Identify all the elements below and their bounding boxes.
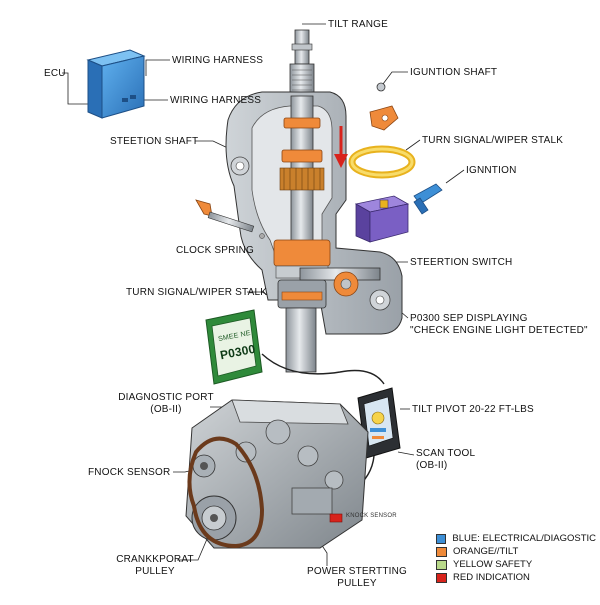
label-diagnostic-port-line1: DIAGNOSTIC PORT <box>118 392 214 403</box>
ignition-switch-cylinder <box>354 195 410 243</box>
p0300-display-monitor <box>205 309 263 385</box>
tilt-pivot-shaft <box>299 267 381 297</box>
label-scan-tool-line2: (OB-II) <box>416 460 448 471</box>
engine-block <box>185 399 369 549</box>
color-legend: BLUE: ELECTRICAL/DIAGOSTIC ORANGE//TILT … <box>436 532 596 584</box>
lower-column <box>285 307 317 373</box>
scan-tool-device <box>357 387 401 459</box>
label-power-steering-pulley-line2: PULLEY <box>337 578 377 589</box>
legend-item-tilt: ORANGE//TILT <box>436 545 596 558</box>
legend-swatch-blue <box>436 533 447 544</box>
label-ignition: IGNNTION <box>466 165 517 176</box>
label-steering-shaft: STEETION SHAFT <box>110 136 199 147</box>
label-tilt-pivot: TILT PIVOT 20-22 FT-LBS <box>412 404 534 415</box>
ignition-shaft-parts <box>369 82 399 131</box>
label-ignition-shaft: IGUNTION SHAFT <box>410 67 498 78</box>
label-knock-sensor-small: KNOCK SENSOR <box>346 513 397 519</box>
label-ecu: ECU <box>44 68 66 79</box>
label-knock-sensor: FNOCK SENSOR <box>88 467 171 478</box>
legend-item-indication: RED INDICATION <box>436 571 596 584</box>
turn-signal-stalk-right <box>413 183 443 215</box>
legend-swatch-red <box>436 572 447 583</box>
label-p0300-line2: "CHECK ENGINE LIGHT DETECTED" <box>410 325 588 336</box>
legend-item-safety: YELLOW SAFETY <box>436 558 596 571</box>
legend-swatch-yellow <box>436 559 447 570</box>
label-diagnostic-port-line2: (OB-II) <box>150 404 182 415</box>
legend-swatch-orange <box>436 546 447 557</box>
legend-text-tilt: ORANGE//TILT <box>453 546 519 557</box>
red-indication-arrow <box>334 126 348 168</box>
legend-text-safety: YELLOW SAFETY <box>453 559 533 570</box>
ecu-module <box>86 49 146 119</box>
label-p0300-line1: P0300 SEP DISPLAYING <box>410 313 528 324</box>
label-steering-switch: STEERTION SWITCH <box>410 257 513 268</box>
label-power-steering-pulley-line1: POWER STERTTING <box>306 566 408 577</box>
legend-text-indication: RED INDICATION <box>453 572 530 583</box>
label-wiring-harness-top: WIRING HARNESS <box>172 55 264 66</box>
legend-text-electrical: BLUE: ELECTRICAL/DIAGOSTIC <box>452 533 596 544</box>
steering-shaft-top <box>289 29 315 99</box>
label-scan-tool-line1: SCAN TOOL <box>416 448 476 459</box>
label-turn-signal-stalk-right: TURN SIGNAL/WIPER STALK <box>422 135 564 146</box>
label-crankshaft-pulley-line2: PULLEY <box>135 566 175 577</box>
label-crankshaft-pulley-line1: CRANKKPORAT <box>116 554 194 565</box>
label-wiring-harness-bottom: WIRING HARNESS <box>170 95 262 106</box>
label-turn-signal-stalk-left: TURN SIGNAL/WIPER STALK <box>126 287 268 298</box>
safety-ring <box>348 145 416 179</box>
label-clock-spring: CLOCK SPRING <box>176 245 254 256</box>
legend-item-electrical: BLUE: ELECTRICAL/DIAGOSTIC <box>436 532 596 545</box>
turn-signal-stalk-left <box>195 199 265 239</box>
label-tilt-range: TILT RANGE <box>328 19 388 30</box>
diagnostic-cable <box>261 353 385 385</box>
